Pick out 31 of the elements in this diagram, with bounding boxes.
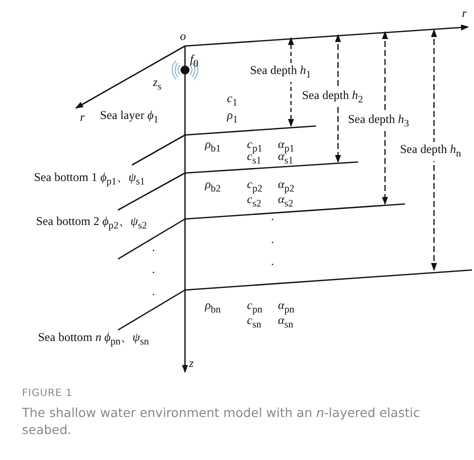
symbol-label: ρ$_{bn}$ (205, 298, 221, 318)
ellipsis-dot: . (152, 262, 155, 276)
layer-label: Sea bottom 1 ϕ$_{p1}$、ψ$_{s1}$ (34, 170, 145, 190)
symbol-label: α$_{p2}$ (278, 177, 294, 196)
symbol-label: c$_{1}$ (227, 91, 238, 110)
ellipsis-dot: . (271, 209, 274, 223)
symbol-label: c$_{p2}$ (247, 177, 262, 196)
layer-label: Sea bottom n ϕ$_{pn}$、ψ$_{sn}$ (38, 330, 149, 350)
layer-label: Sea bottom 2 ϕ$_{p2}$、ψ$_{s2}$ (36, 214, 147, 234)
figure-label: FIGURE 1 (22, 388, 73, 399)
ellipsis-dot: . (271, 254, 274, 268)
axis-label: z (189, 356, 194, 370)
axis-label: o (180, 29, 186, 43)
ellipsis-dot: . (152, 284, 155, 298)
axis-label: r (462, 6, 467, 20)
symbol-label: ρ$_{b2}$ (205, 177, 221, 196)
symbol-label: z$_{s}$ (153, 75, 162, 94)
symbol-label: c$_{pn}$ (247, 298, 262, 318)
dimension-label: Sea depth h$_{1}$ (250, 63, 311, 82)
symbol-label: ρ$_{b1}$ (205, 137, 221, 156)
figure-caption: The shallow water environment model with an n-layered elastic seabed. (22, 404, 421, 438)
symbol-label: ρ$_{1}$ (227, 108, 238, 128)
symbol-label: α$_{p1}$ (278, 137, 294, 154)
ellipsis-dot: . (152, 240, 155, 254)
symbol-label: α$_{pn}$ (278, 298, 294, 318)
symbol-label: f$_{0}$ (190, 52, 198, 72)
dimension-label: Sea depth h$_{n}$ (400, 142, 461, 162)
ellipsis-dot: . (271, 232, 274, 246)
symbol-label: c$_{p1}$ (247, 137, 262, 154)
layer-label: Sea layer ϕ$_{1}$ (100, 108, 159, 128)
axis-label: r (80, 110, 85, 124)
